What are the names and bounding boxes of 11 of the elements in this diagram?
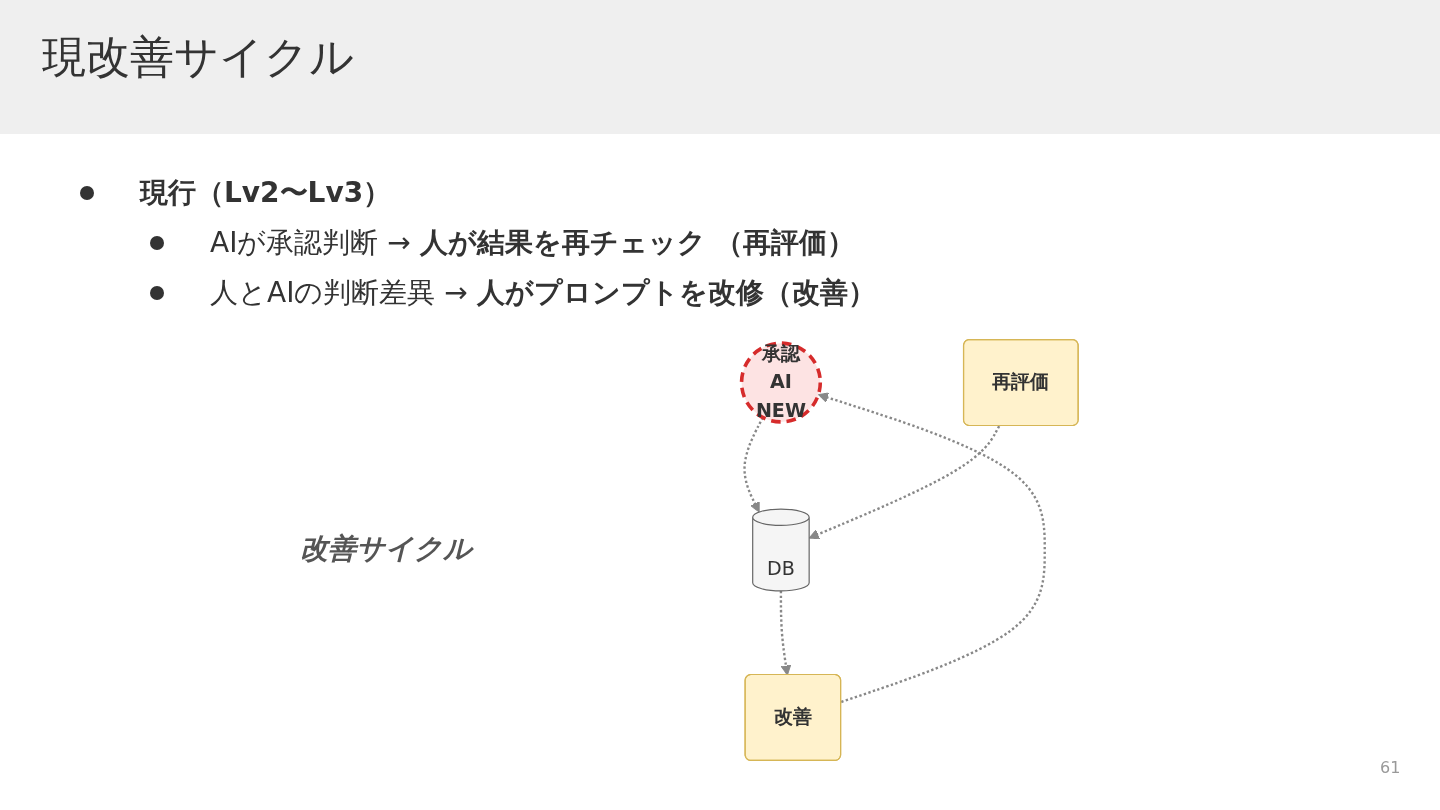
arrow	[818, 392, 1047, 704]
arrow	[779, 590, 792, 676]
page-number: 61	[1380, 758, 1401, 777]
slide-title: 現改善サイクル	[42, 30, 354, 84]
bullet-text: 現行（Lv2〜Lv3）	[140, 175, 392, 211]
cycle-label: 改善サイクル	[300, 531, 472, 567]
bullet-text: 人とAIの判断差異 → 人がプロンプトを改修（改善）	[210, 275, 876, 311]
node-circle: 承認 AI NEW	[739, 341, 823, 424]
arrow	[808, 425, 1001, 540]
arrow	[743, 416, 764, 513]
bullet-text: AIが承認判断 → 人が結果を再チェック （再評価）	[210, 225, 856, 261]
